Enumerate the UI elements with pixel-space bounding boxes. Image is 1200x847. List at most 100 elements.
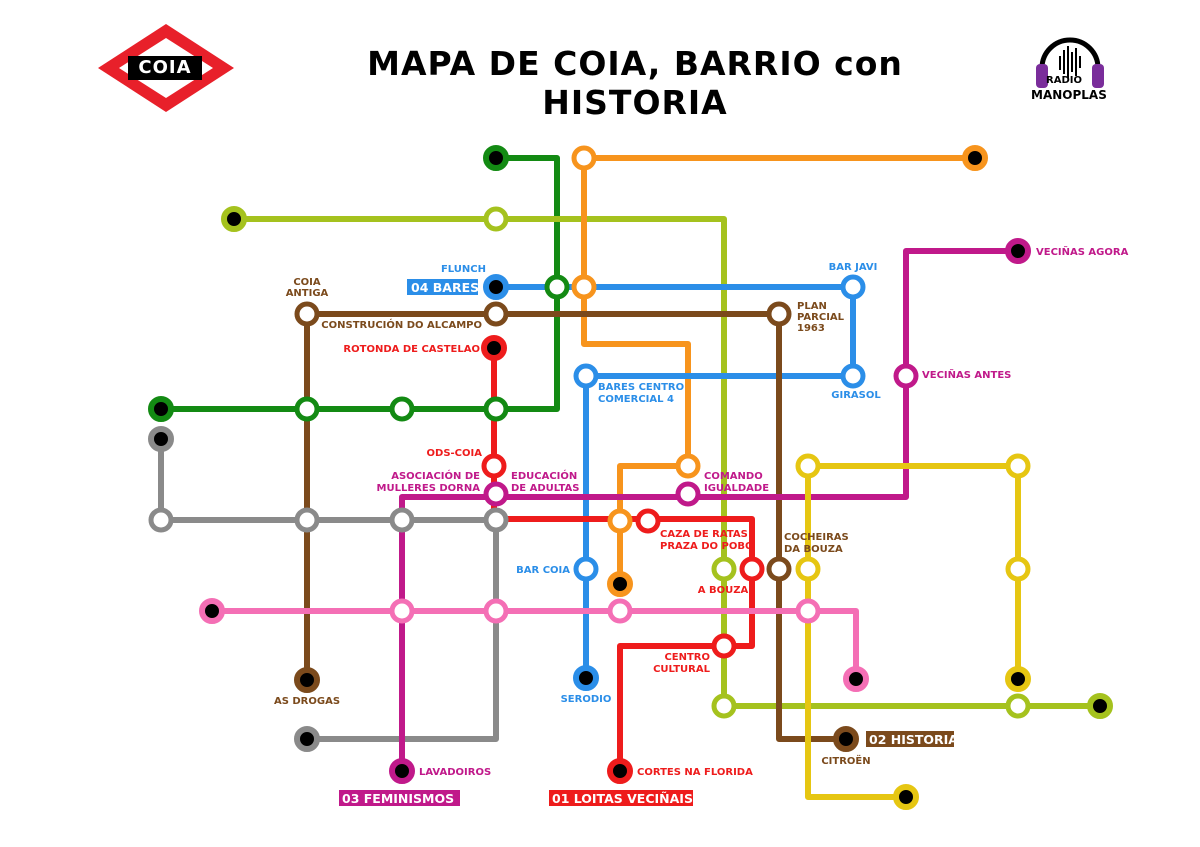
logo-text: COIA (128, 56, 202, 80)
terminal-orange-bottom[interactable] (607, 571, 633, 597)
station-coia-antiga[interactable] (294, 301, 320, 327)
label-centro-2: CULTURAL (653, 664, 711, 675)
terminal-cortes[interactable] (607, 758, 633, 784)
label-lavadoiros: LAVADOIROS (419, 767, 491, 778)
station-pink-1[interactable] (389, 598, 415, 624)
station-green-2[interactable] (483, 396, 509, 422)
station-green-1[interactable] (544, 274, 570, 300)
terminal-as-drogas[interactable] (294, 667, 320, 693)
station-orange-4[interactable] (607, 508, 633, 534)
station-bares-cc[interactable] (573, 363, 599, 389)
radio-label-top: RADIO (1046, 75, 1082, 86)
terminal-vecinas-agora[interactable] (1005, 238, 1031, 264)
station-orange-1[interactable] (571, 145, 597, 171)
terminal-green-top[interactable] (483, 145, 509, 171)
station-centro-cultural[interactable] (711, 633, 737, 659)
terminal-lime-left[interactable] (221, 206, 247, 232)
station-yellow-4[interactable] (1005, 556, 1031, 582)
station-orange-3[interactable] (675, 453, 701, 479)
terminal-lime-right[interactable] (1087, 693, 1113, 719)
label-comando-1: COMANDO (704, 471, 763, 482)
label-asoc-1: ASOCIACIÓN DE (391, 469, 480, 482)
station-ods-coia[interactable] (481, 453, 507, 479)
terminal-rotonda[interactable] (481, 335, 507, 361)
station-green-4[interactable] (294, 396, 320, 422)
terminal-serodio[interactable] (573, 665, 599, 691)
label-educ-2: DE ADULTAS (511, 483, 579, 494)
line-pink (209, 608, 859, 682)
station-yellow-1[interactable] (795, 453, 821, 479)
label-vecinas-antes: VECIÑAS ANTES (922, 368, 1011, 381)
station-green-3[interactable] (389, 396, 415, 422)
label-comando-2: IGUALDADE (704, 483, 769, 494)
tag-feminismos-bg (339, 790, 460, 806)
page-title: MAPA DE COIA, BARRIO con HISTORIA (367, 44, 903, 122)
station-gray-1[interactable] (148, 507, 174, 533)
station-bar-javi[interactable] (840, 274, 866, 300)
label-flunch: FLUNCH (441, 264, 486, 275)
label-vecinas-agora: VECIÑAS AGORA (1036, 245, 1129, 258)
station-vecinas-antes[interactable] (893, 363, 919, 389)
station-educacion[interactable] (483, 481, 509, 507)
terminal-green-left[interactable] (148, 396, 174, 422)
label-plan-3: 1963 (797, 323, 825, 334)
label-coia-antiga-2: ANTIGA (286, 288, 329, 299)
label-cocheiras-1: COCHEIRAS (784, 532, 849, 543)
terminal-gray-top[interactable] (148, 426, 174, 452)
label-ods-coia: ODS-COIA (427, 448, 483, 459)
station-orange-2[interactable] (571, 274, 597, 300)
tag-bares-bg (407, 279, 478, 295)
label-bares-cc-1: BARES CENTRO (598, 382, 684, 393)
label-bares-cc-2: COMERCIAL 4 (598, 394, 674, 405)
station-pink-3[interactable] (607, 598, 633, 624)
tag-bares: 04 BARES (411, 280, 479, 295)
radio-label-bottom: MANOPLAS (1031, 88, 1107, 102)
tag-loitas: 01 LOITAS VECIÑAIS (552, 791, 693, 806)
terminal-pink-left[interactable] (199, 598, 225, 624)
station-pink-2[interactable] (483, 598, 509, 624)
label-cocheiras-2: DA BOUZA (784, 544, 843, 555)
station-yellow-2[interactable] (1005, 453, 1031, 479)
station-a-bouza[interactable] (739, 556, 765, 582)
station-cocheiras[interactable] (766, 556, 792, 582)
terminal-citroen[interactable] (833, 726, 859, 752)
station-gray-4[interactable] (483, 507, 509, 533)
terminal-yellow-right[interactable] (1005, 666, 1031, 692)
terminal-pink-right[interactable] (843, 666, 869, 692)
station-caza-ratas[interactable] (635, 508, 661, 534)
station-gray-2[interactable] (294, 507, 320, 533)
label-cortes: CORTES NA FLORIDA (637, 767, 753, 778)
radio-manoplas-logo (1036, 37, 1104, 88)
station-comando[interactable] (675, 481, 701, 507)
tag-feminismos: 03 FEMINISMOS (342, 791, 454, 806)
station-lime-3[interactable] (711, 693, 737, 719)
station-lime-4[interactable] (1005, 693, 1031, 719)
tag-loitas-bg (549, 790, 693, 806)
terminal-orange-right[interactable] (962, 145, 988, 171)
station-yellow-3[interactable] (795, 556, 821, 582)
label-a-bouza: A BOUZA (698, 585, 749, 596)
station-lime-2[interactable] (711, 556, 737, 582)
station-girasol[interactable] (840, 363, 866, 389)
label-caza-2: PRAZA DO POBO (660, 541, 753, 552)
station-lime-1[interactable] (483, 206, 509, 232)
terminal-yellow-bottom[interactable] (893, 784, 919, 810)
station-plan-parcial[interactable] (766, 301, 792, 327)
tag-historia: 02 HISTORIA (869, 732, 958, 747)
station-bar-coia[interactable] (573, 556, 599, 582)
label-serodio: SERODIO (561, 694, 612, 705)
terminal-flunch[interactable] (483, 274, 509, 300)
station-pink-4[interactable] (795, 598, 821, 624)
tag-historia-bg (866, 731, 954, 747)
label-bar-coia: BAR COIA (516, 565, 570, 576)
label-caza-1: CAZA DE RATAS (660, 529, 748, 540)
label-as-drogas: AS DROGAS (274, 696, 340, 707)
station-construcion[interactable] (483, 301, 509, 327)
label-asoc-2: MULLERES DORNA (377, 483, 481, 494)
terminal-lavadoiros[interactable] (389, 758, 415, 784)
station-gray-3[interactable] (389, 507, 415, 533)
label-rotonda: ROTONDA DE CASTELAO (343, 344, 480, 355)
terminal-gray-bottom[interactable] (294, 726, 320, 752)
line-lime (231, 216, 1103, 709)
